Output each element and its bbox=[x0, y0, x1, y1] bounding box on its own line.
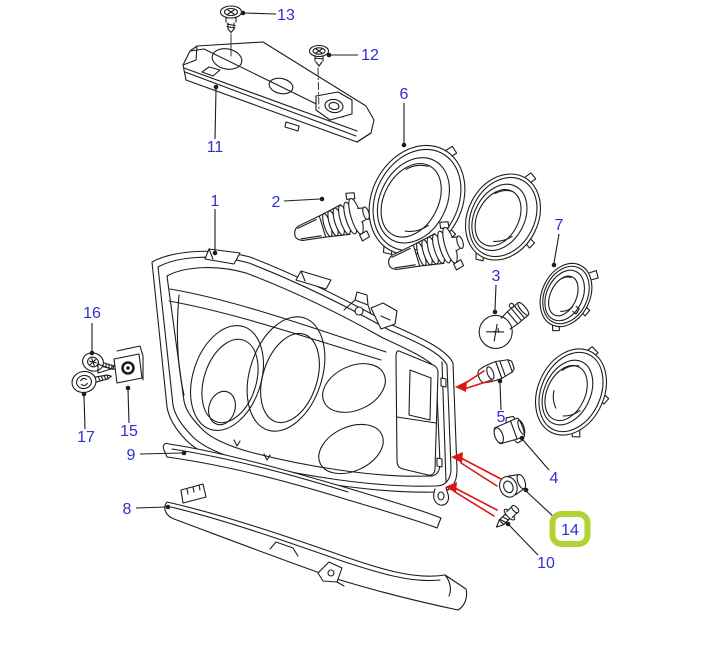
callout-12[interactable]: 12 bbox=[361, 47, 379, 64]
red-arrow-line bbox=[454, 491, 495, 517]
screw-10-drawing bbox=[495, 504, 520, 528]
mounting-bracket-drawing bbox=[182, 41, 375, 143]
retaining-ring-c-drawing bbox=[535, 346, 610, 438]
leader-lines bbox=[81, 10, 560, 556]
red-arrowhead bbox=[445, 482, 457, 493]
callout-3[interactable]: 3 bbox=[492, 268, 501, 285]
callout-labels: 1 2 3 4 5 6 7 8 9 10 11 12 13 14 15 16 1… bbox=[77, 7, 579, 572]
callout-4[interactable]: 4 bbox=[550, 470, 559, 487]
h7-bulb-2-drawing bbox=[286, 187, 377, 260]
assembly-direction-arrow bbox=[97, 363, 112, 374]
callout-6[interactable]: 6 bbox=[400, 86, 409, 103]
callout-5[interactable]: 5 bbox=[497, 409, 506, 426]
clip-nut-15-drawing bbox=[113, 345, 144, 384]
callout-7[interactable]: 7 bbox=[555, 217, 564, 234]
callout-14[interactable]: 14 bbox=[561, 522, 579, 539]
callout-17[interactable]: 17 bbox=[77, 429, 95, 446]
callout-15[interactable]: 15 bbox=[120, 423, 138, 440]
callout-16[interactable]: 16 bbox=[83, 305, 101, 322]
screw-17-drawing bbox=[71, 370, 112, 394]
callout-10[interactable]: 10 bbox=[537, 555, 555, 572]
wedge-bulb-5-drawing bbox=[477, 359, 515, 384]
bulb-3-drawing bbox=[478, 301, 530, 349]
callout-13[interactable]: 13 bbox=[277, 7, 295, 24]
callout-1[interactable]: 1 bbox=[211, 193, 220, 210]
red-arrow-line bbox=[454, 487, 498, 511]
trim-strip-9-drawing bbox=[162, 442, 442, 529]
callout-8[interactable]: 8 bbox=[123, 501, 132, 518]
retaining-ring-7-drawing bbox=[539, 262, 599, 332]
red-arrowhead bbox=[455, 381, 467, 392]
screw-13-drawing bbox=[219, 5, 243, 57]
screw-12-drawing bbox=[308, 44, 330, 112]
red-arrow-line bbox=[460, 457, 502, 480]
grommet-14-drawing bbox=[499, 474, 527, 498]
red-arrowhead bbox=[451, 452, 463, 463]
red-arrow-line bbox=[463, 370, 485, 385]
red-arrows bbox=[445, 370, 502, 517]
retaining-ring-b-drawing bbox=[465, 172, 541, 262]
callout-11[interactable]: 11 bbox=[207, 139, 224, 156]
red-arrow-line bbox=[463, 379, 493, 390]
trim-strip-8-drawing bbox=[164, 483, 468, 611]
red-arrow-line bbox=[460, 462, 498, 487]
headlamp-housing-drawing bbox=[151, 248, 458, 506]
callout-9[interactable]: 9 bbox=[127, 447, 136, 464]
selected-callout-highlight bbox=[549, 511, 591, 547]
callout-2[interactable]: 2 bbox=[272, 194, 281, 211]
